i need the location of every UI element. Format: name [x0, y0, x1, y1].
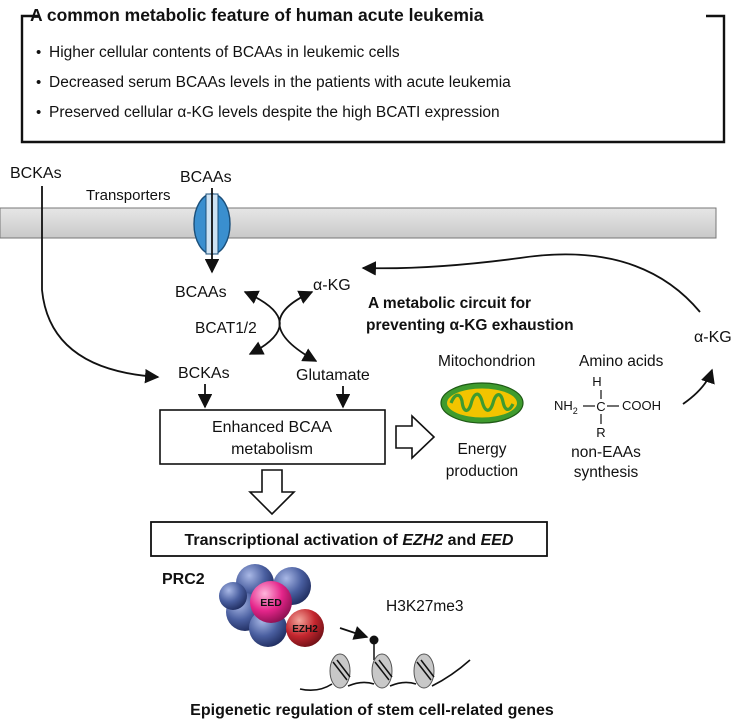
- cooh-group: COOH: [622, 398, 661, 413]
- transporters-label: Transporters: [86, 187, 170, 204]
- summary-box-border: [20, 14, 726, 144]
- bcka-import-arrow: [41, 186, 160, 384]
- circuit-title-line1: A metabolic circuit for: [368, 295, 531, 312]
- amino-acid-structure: H NH2 C COOH R: [554, 374, 661, 440]
- energy-line1: Energy: [457, 441, 506, 458]
- summary-title: A common metabolic feature of human acut…: [30, 5, 484, 25]
- transcriptional-activation-text: Transcriptional activation of EZH2 and E…: [185, 532, 514, 549]
- amino-acids-label: Amino acids: [579, 353, 664, 370]
- akg-recycle-arrow: [361, 253, 701, 313]
- enzyme-label: BCAT1/2: [195, 320, 257, 337]
- summary-box: A common metabolic feature of human acut…: [20, 5, 726, 144]
- cell-membrane: [0, 207, 717, 239]
- hollow-arrow-right: [395, 414, 436, 460]
- h-atom: H: [592, 374, 601, 389]
- mitochondrion-label: Mitochondrion: [438, 353, 535, 370]
- nh2-group: NH2: [554, 398, 578, 416]
- mitochondrion-icon: [440, 382, 524, 424]
- enhanced-line2: metabolism: [231, 441, 313, 458]
- enhanced-line1: Enhanced BCAA: [212, 419, 332, 436]
- chromatin-icon: [299, 653, 471, 691]
- circuit-title-line2: preventing α-KG exhaustion: [366, 317, 574, 334]
- h3k27me3-label: H3K27me3: [386, 598, 464, 615]
- prc2-complex-icon: EED EZH2: [219, 564, 324, 647]
- akg-right-label: α-KG: [694, 329, 732, 346]
- bcaas-outside-label: BCAAs: [180, 169, 232, 186]
- summary-bullet-1: Higher cellular contents of BCAAs in leu…: [49, 44, 400, 61]
- akg-left-label: α-KG: [313, 277, 351, 294]
- neaa-line1: non-EAAs: [571, 444, 641, 461]
- bckas-outside-label: BCKAs: [10, 165, 62, 182]
- methylation-arrow: [339, 626, 369, 640]
- summary-bullet-dot: •: [36, 74, 41, 91]
- summary-bullet-3: Preserved cellular α-KG levels despite t…: [49, 104, 500, 121]
- ezh2-subunit: [286, 609, 324, 647]
- methyl-mark-icon: [369, 635, 379, 645]
- r-group: R: [596, 425, 605, 440]
- glutamate-label: Glutamate: [296, 367, 370, 384]
- summary-bullet-dot: •: [36, 44, 41, 61]
- akg-glutamate-reaction-arrow: [278, 290, 318, 362]
- prc2-label: PRC2: [162, 571, 205, 588]
- transcriptional-activation-box: [150, 521, 548, 557]
- summary-bullet-2: Decreased serum BCAAs levels in the pati…: [49, 74, 511, 91]
- summary-bullet-dot: •: [36, 104, 41, 121]
- eed-subunit: [250, 581, 292, 623]
- enhanced-metabolism-box: [159, 409, 386, 465]
- energy-line2: production: [446, 463, 518, 480]
- amino-acid-to-akg-arrow: [682, 368, 715, 405]
- c-atom: C: [596, 399, 605, 414]
- hollow-arrow-down: [248, 469, 296, 516]
- eed-label: EED: [260, 597, 282, 609]
- neaa-line2: synthesis: [574, 464, 639, 481]
- bckas-inside-label: BCKAs: [178, 365, 230, 382]
- bcaas-inside-label: BCAAs: [175, 284, 227, 301]
- ezh2-label: EZH2: [292, 624, 318, 635]
- footer-caption: Epigenetic regulation of stem cell-relat…: [190, 702, 554, 719]
